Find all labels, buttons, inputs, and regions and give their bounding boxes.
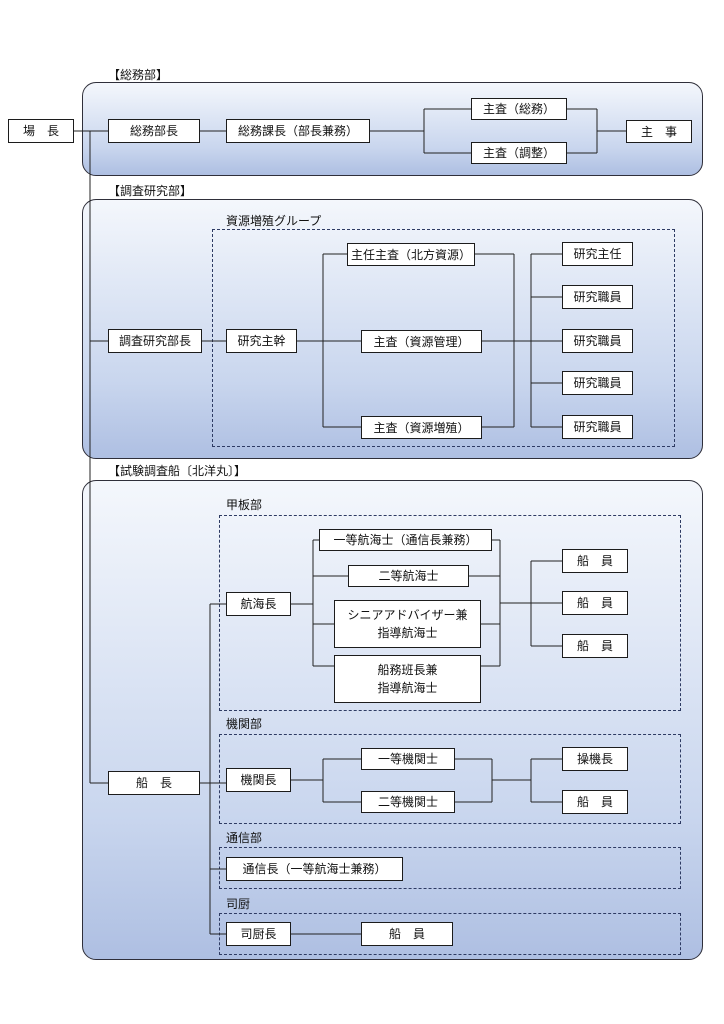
group-title-comm: 通信部 (226, 831, 263, 845)
chief-cook-box: 司厨長 (226, 922, 291, 946)
chief-general-box: 主査（総務） (471, 98, 567, 120)
engine-crew-box: 船 員 (562, 790, 628, 814)
deck-crew-box: 船 員 (562, 591, 628, 615)
comm-group-frame (219, 847, 681, 889)
senior-chief-north-box: 主任主査（北方資源） (347, 243, 475, 266)
general-section-chief-box: 総務課長（部長兼務） (226, 119, 370, 143)
chief-enhancement-box: 主査（資源増殖） (361, 416, 482, 439)
deck-crew-box: 船 員 (562, 634, 628, 658)
chief-coordination-box: 主査（調整） (471, 142, 567, 164)
chief-engineer-box: 機関長 (226, 768, 291, 792)
captain-box: 船 長 (108, 771, 200, 795)
galley-crew-box: 船 員 (361, 922, 453, 946)
deck-crew-box: 船 員 (562, 549, 628, 573)
group-title-engine: 機関部 (226, 717, 263, 731)
engine-group-frame (219, 734, 681, 824)
research-manager-box: 調査研究部長 (108, 329, 202, 353)
radio-chief-box: 通信長（一等航海士兼務） (226, 857, 403, 881)
group-title-galley: 司厨 (226, 897, 251, 911)
chief-management-box: 主査（資源管理） (361, 330, 482, 353)
researcher-box: 研究職員 (562, 415, 633, 439)
research-leader-box: 研究主幹 (226, 329, 297, 353)
group-title-deck: 甲板部 (226, 498, 263, 512)
deck-group-frame (219, 515, 681, 711)
engine-operator-box: 操機長 (562, 747, 628, 771)
resource-group-frame (212, 229, 675, 447)
researcher-chief-box: 研究主任 (562, 242, 633, 266)
researcher-box: 研究職員 (562, 329, 633, 353)
staff-box: 主 事 (626, 120, 692, 143)
senior-advisor-box: シニアアドバイザー兼 指導航海士 (334, 600, 481, 648)
first-engineer-box: 一等機関士 (361, 748, 455, 770)
first-officer-box: 一等航海士（通信長兼務） (319, 529, 492, 551)
second-officer-box: 二等航海士 (348, 565, 469, 587)
purser-box: 船務班長兼 指導航海士 (334, 655, 481, 703)
director-box: 場 長 (8, 119, 74, 143)
section-title-research: 【調査研究部】 (108, 184, 193, 198)
general-manager-box: 総務部長 (108, 119, 200, 143)
researcher-box: 研究職員 (562, 371, 633, 395)
navigator-chief-box: 航海長 (226, 592, 291, 616)
section-title-general: 【総務部】 (108, 68, 169, 82)
second-engineer-box: 二等機関士 (361, 791, 455, 813)
researcher-box: 研究職員 (562, 285, 633, 309)
group-title-resource: 資源増殖グループ (226, 214, 322, 228)
section-title-vessel: 【試験調査船〔北洋丸〕】 (108, 464, 247, 478)
